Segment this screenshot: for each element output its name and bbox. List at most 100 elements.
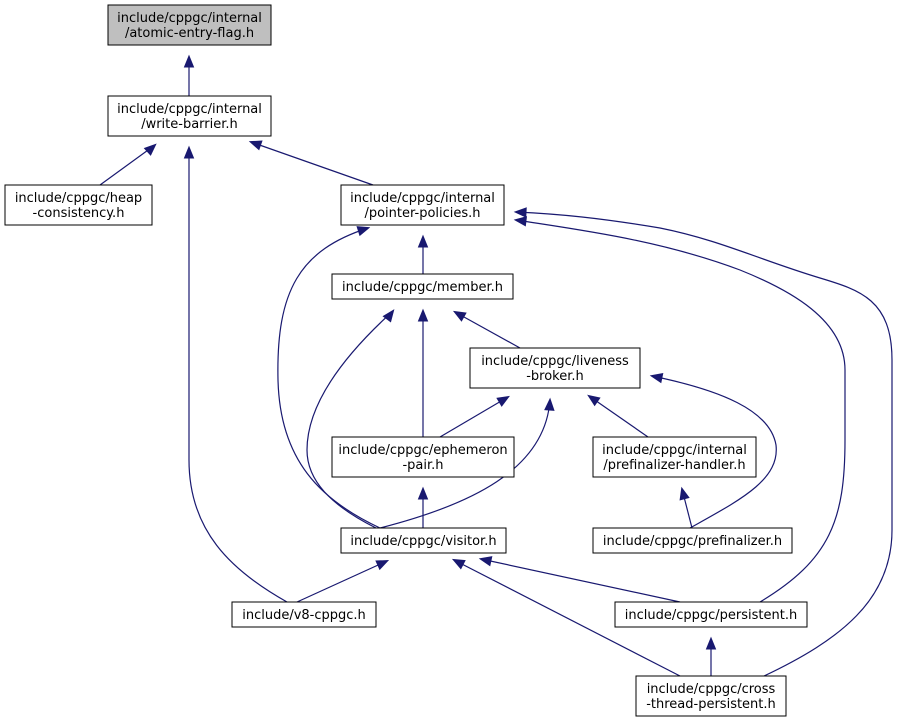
node-pointerpolicies[interactable]: include/cppgc/internal/pointer-policies.…	[340, 184, 505, 226]
edge-v8cppgc-to-writebarrier	[183, 145, 288, 603]
node-label: include/cppgc/cross	[647, 682, 776, 697]
edge-visitor-to-pointerpolicies	[277, 226, 381, 529]
edge-visitor-to-ephemeron	[417, 486, 429, 528]
node-label: include/cppgc/persistent.h	[625, 608, 797, 623]
arrowhead-icon	[451, 558, 466, 570]
node-label: /prefinalizer-handler.h	[603, 458, 745, 473]
node-box	[340, 527, 507, 554]
node-label: include/cppgc/prefinalizer.h	[603, 534, 782, 549]
arrowhead-icon	[513, 216, 528, 227]
node-label: include/cppgc/member.h	[342, 280, 503, 295]
arrowhead-icon	[705, 636, 717, 650]
edge-line	[439, 396, 509, 438]
arrowhead-icon	[478, 556, 493, 567]
node-box	[469, 347, 641, 389]
arrowhead-icon	[496, 395, 510, 407]
edge-v8cppgc-to-visitor	[296, 560, 390, 603]
node-box	[4, 184, 153, 226]
edge-heapconsistency-to-writebarrier	[99, 143, 157, 186]
arrowhead-icon	[649, 372, 664, 384]
edge-line	[588, 395, 649, 438]
arrowhead-icon	[587, 394, 601, 407]
node-label: include/cppgc/heap	[15, 191, 142, 206]
edge-line	[188, 148, 288, 603]
node-label: -consistency.h	[33, 206, 125, 221]
node-heapconsistency[interactable]: include/cppgc/heap-consistency.h	[4, 184, 153, 226]
edge-liveness-to-member	[452, 310, 521, 349]
node-member[interactable]: include/cppgc/member.h	[331, 273, 514, 300]
edge-persistent-to-visitor	[478, 556, 681, 603]
edge-persistent-to-pointerpolicies	[513, 216, 846, 603]
edge-line	[454, 311, 521, 349]
edge-crossthread-to-persistent	[705, 636, 717, 676]
edge-line	[296, 560, 388, 603]
edge-writebarrier-to-atomic	[183, 54, 195, 96]
edge-visitor-to-liveness	[379, 397, 555, 529]
node-label: /write-barrier.h	[141, 117, 238, 132]
edge-line	[515, 219, 846, 603]
node-label: include/cppgc/liveness	[481, 354, 629, 369]
node-label: -thread-persistent.h	[646, 697, 776, 712]
arrowhead-icon	[183, 54, 195, 68]
arrowhead-icon	[382, 309, 395, 323]
node-box	[635, 675, 787, 717]
arrowhead-icon	[417, 308, 429, 322]
edge-pointerpolicies-to-writebarrier	[248, 140, 374, 186]
edge-crossthread-to-visitor	[451, 558, 681, 677]
node-label: include/cppgc/visitor.h	[350, 534, 496, 549]
node-box	[231, 601, 377, 628]
edge-line	[480, 558, 681, 603]
edge-line	[277, 227, 381, 529]
node-label: include/cppgc/internal	[350, 191, 495, 206]
arrowhead-icon	[513, 207, 527, 218]
node-box	[592, 527, 793, 554]
node-prefinalizer[interactable]: include/cppgc/prefinalizer.h	[592, 527, 793, 554]
node-box	[107, 4, 272, 46]
edge-visitor-to-member	[306, 309, 395, 529]
edge-line	[99, 144, 156, 186]
arrowhead-icon	[356, 226, 371, 237]
edge-line	[379, 399, 551, 529]
node-label: include/v8-cppgc.h	[242, 608, 366, 623]
node-visitor[interactable]: include/cppgc/visitor.h	[340, 527, 507, 554]
node-v8cppgc[interactable]: include/v8-cppgc.h	[231, 601, 377, 628]
node-ephemeron[interactable]: include/cppgc/ephemeron-pair.h	[331, 436, 515, 478]
node-persistent[interactable]: include/cppgc/persistent.h	[614, 601, 808, 628]
node-box	[614, 601, 808, 628]
node-box	[331, 436, 515, 478]
arrowhead-icon	[143, 143, 157, 156]
edge-ephemeron-to-liveness	[439, 395, 510, 438]
arrowhead-icon	[679, 486, 690, 501]
edge-prefinalizer-to-liveness	[649, 372, 777, 529]
node-box	[592, 436, 757, 478]
nodes-layer: include/cppgc/internal/atomic-entry-flag…	[4, 4, 808, 717]
edge-prefinalizerhandler-to-liveness	[587, 394, 649, 438]
node-prefinalizerhandler[interactable]: include/cppgc/internal/prefinalizer-hand…	[592, 436, 757, 478]
node-liveness[interactable]: include/cppgc/liveness-broker.h	[469, 347, 641, 389]
node-box	[340, 184, 505, 226]
node-writebarrier[interactable]: include/cppgc/internal/write-barrier.h	[107, 95, 272, 137]
edge-line	[515, 211, 893, 677]
node-label: -pair.h	[402, 458, 443, 473]
node-label: -broker.h	[526, 369, 584, 384]
node-crossthread[interactable]: include/cppgc/cross-thread-persistent.h	[635, 675, 787, 717]
arrowhead-icon	[417, 486, 429, 500]
edges-layer	[99, 54, 893, 677]
edge-crossthread-to-pointerpolicies	[513, 207, 893, 677]
node-box	[107, 95, 272, 137]
node-box	[331, 273, 514, 300]
edge-line	[306, 310, 394, 529]
node-label: include/cppgc/internal	[117, 11, 262, 26]
edge-member-to-pointerpolicies	[417, 234, 429, 274]
node-label: include/cppgc/ephemeron	[338, 443, 507, 458]
arrowhead-icon	[183, 145, 195, 159]
edge-prefinalizer-to-prefinalizerhandler	[679, 486, 693, 529]
arrowhead-icon	[544, 397, 555, 411]
node-atomic: include/cppgc/internal/atomic-entry-flag…	[107, 4, 272, 46]
arrowhead-icon	[375, 560, 390, 571]
arrowhead-icon	[248, 140, 263, 151]
edge-ephemeron-to-member	[417, 308, 429, 437]
arrowhead-icon	[452, 310, 467, 322]
node-label: /atomic-entry-flag.h	[125, 26, 254, 41]
